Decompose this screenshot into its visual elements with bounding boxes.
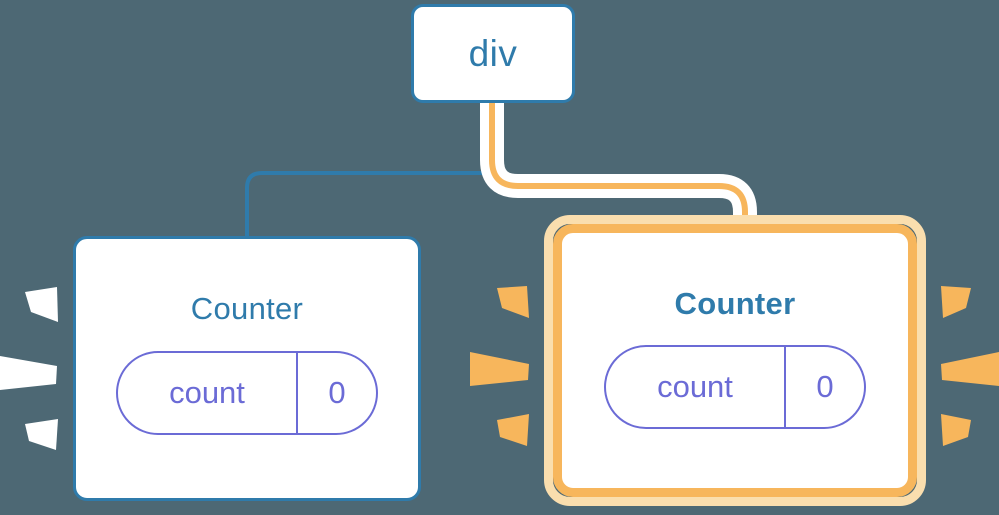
node-counter-right-glow	[544, 215, 926, 506]
state-pill-counter-left: count 0	[116, 351, 378, 435]
node-counter-right[interactable]: Counter count 0	[553, 224, 917, 497]
node-counter-right-title: Counter	[674, 286, 796, 321]
edge-div-to-counter-left	[245, 102, 494, 236]
node-div[interactable]: div	[411, 4, 575, 103]
edge-div-to-counter-right-halo	[480, 102, 757, 232]
state-value: 0	[328, 375, 346, 410]
node-counter-left[interactable]: Counter count 0	[73, 236, 421, 501]
state-key: count	[118, 353, 298, 433]
state-key: count	[606, 347, 786, 427]
node-div-label: div	[468, 32, 518, 74]
state-value: 0	[816, 369, 834, 404]
edge-div-to-counter-right	[489, 102, 748, 232]
node-counter-left-title: Counter	[190, 291, 304, 326]
state-pill-counter-right: count 0	[604, 345, 866, 429]
